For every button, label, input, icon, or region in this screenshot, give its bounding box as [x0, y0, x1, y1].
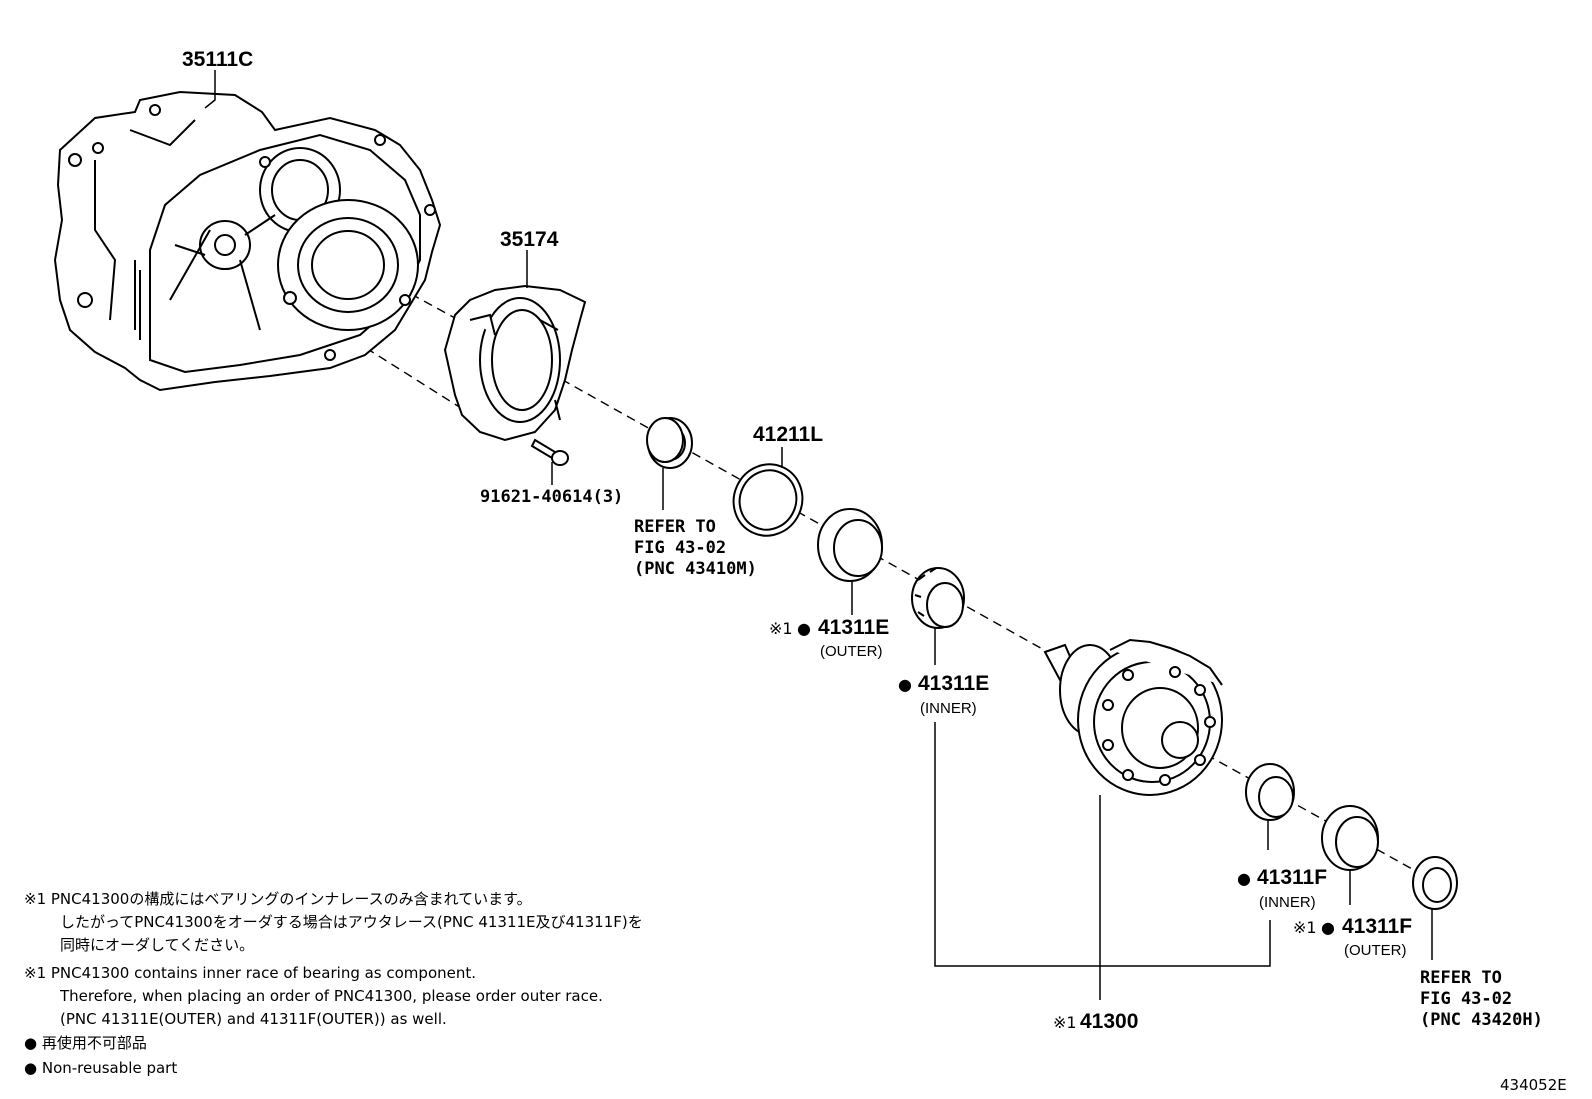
dot-icon-41311f-inner: ● — [1237, 869, 1251, 888]
shim-drawing — [732, 463, 804, 537]
note-en-line-2: Therefore, when placing an order of PNC4… — [59, 987, 603, 1005]
label-41311f-inner: 41311F — [1257, 866, 1327, 889]
label-seal-left-ref-1: REFER TO — [634, 517, 716, 537]
note-jp-line-3: 同時にオーダしてください。 — [60, 936, 254, 954]
legend-non-reusable-jp: ● 再使用不可部品 — [24, 1034, 147, 1052]
label-41311e-inner: 41311E — [918, 672, 989, 695]
bolt-drawing — [530, 438, 569, 466]
label-41311e-outer: 41311E — [818, 616, 889, 639]
differential-drawing — [1043, 638, 1223, 796]
figure-code: 434052E — [1500, 1076, 1567, 1094]
label-41311e-outer-sub: (OUTER) — [820, 643, 883, 660]
label-41311f-inner-sub: (INNER) — [1259, 894, 1316, 911]
cover-drawing — [443, 284, 587, 442]
label-41311f-outer-sub: (OUTER) — [1344, 942, 1407, 959]
note-mark-41311e-outer: ※1 — [769, 619, 793, 638]
dot-icon-41311f-outer: ● — [1321, 918, 1335, 937]
oil-seal-left-drawing — [646, 417, 693, 469]
label-35111c: 35111C — [182, 48, 253, 71]
label-41311f-outer: 41311F — [1342, 915, 1412, 938]
label-seal-right-ref-2: FIG 43-02 — [1420, 989, 1512, 1009]
label-41311e-inner-sub: (INNER) — [920, 700, 977, 717]
outer-race-f-drawing — [1321, 805, 1379, 871]
outer-race-e-drawing — [817, 508, 883, 582]
label-41300: 41300 — [1080, 1010, 1138, 1033]
label-41211l: 41211L — [753, 423, 823, 446]
note-mark-41300: ※1 — [1053, 1013, 1077, 1032]
transaxle-case-drawing — [53, 90, 442, 392]
oil-seal-right-drawing — [1412, 856, 1458, 910]
label-seal-left-ref-3: (PNC 43410M) — [634, 559, 757, 579]
label-35174: 35174 — [500, 228, 559, 251]
label-bolt: 91621-40614(3) — [480, 487, 623, 507]
label-seal-left-ref-2: FIG 43-02 — [634, 538, 726, 558]
label-seal-right-ref-1: REFER TO — [1420, 968, 1502, 988]
leader-lines — [204, 70, 1433, 1000]
label-seal-right-ref-3: (PNC 43420H) — [1420, 1010, 1543, 1030]
note-jp-line-2: したがってPNC41300をオーダする場合はアウタレース(PNC 41311E及… — [60, 913, 643, 931]
note-jp-line-1: ※1 PNC41300の構成にはベアリングのインナレースのみ含まれています。 — [24, 890, 532, 908]
note-mark-41311f-outer: ※1 — [1293, 918, 1317, 937]
legend-non-reusable-en: ● Non-reusable part — [24, 1059, 177, 1077]
dot-icon-41311e-outer: ● — [797, 619, 811, 638]
note-en-line-3: (PNC 41311E(OUTER) and 41311F(OUTER)) as… — [60, 1010, 447, 1028]
note-en-line-1: ※1 PNC41300 contains inner race of beari… — [24, 964, 476, 982]
inner-race-f-drawing — [1245, 763, 1295, 821]
dot-icon-41311e-inner: ● — [898, 675, 912, 694]
inner-race-e-drawing — [911, 567, 965, 629]
